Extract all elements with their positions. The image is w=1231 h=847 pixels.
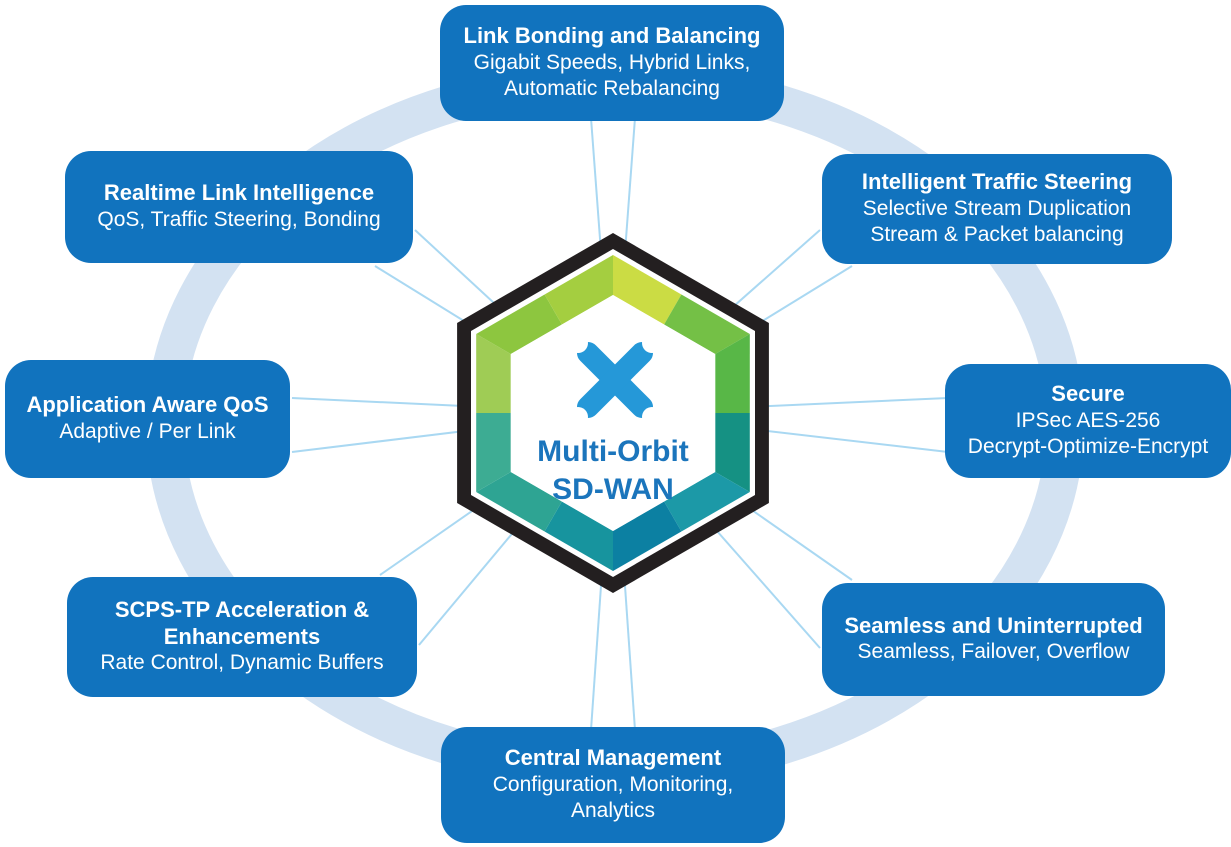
ring-facet (544, 255, 613, 325)
ring-facet (613, 501, 682, 571)
feature-subtitle-line: IPSec AES-256 (1015, 408, 1161, 432)
feature-box-link-bonding: Link Bonding and Balancing Gigabit Speed… (440, 5, 784, 121)
feature-title: Seamless and Uninterrupted (844, 612, 1143, 638)
ring-facet (715, 413, 750, 492)
feature-box-scps-tp-acceleration: SCPS-TP Acceleration & Enhancements Rate… (67, 577, 417, 697)
ring-facet (476, 334, 511, 413)
ring-facet (476, 472, 562, 532)
ring-facet (664, 294, 750, 354)
feature-box-application-aware-qos: Application Aware QoS Adaptive / Per Lin… (5, 360, 290, 478)
feature-subtitle-line: QoS, Traffic Steering, Bonding (97, 207, 381, 231)
feature-box-secure: Secure IPSec AES-256 Decrypt-Optimize-En… (945, 364, 1231, 478)
center-label-line1: Multi-Orbit (537, 435, 689, 468)
feature-title: Link Bonding and Balancing (463, 23, 761, 49)
hexagon-ring (476, 255, 750, 571)
ring-facet (544, 501, 613, 571)
ring-facet (476, 413, 511, 492)
ring-facet (715, 334, 750, 413)
feature-subtitle-line: Seamless, Failover, Overflow (857, 640, 1130, 664)
feature-title: Intelligent Traffic Steering (861, 169, 1133, 195)
feature-subtitle-line: Decrypt-Optimize-Encrypt (967, 435, 1209, 459)
hexagon-inner-face (510, 295, 716, 531)
feature-subtitle-line: Rate Control, Dynamic Buffers (100, 651, 384, 675)
feature-title: Secure (1051, 381, 1125, 407)
x-logo-icon (568, 333, 662, 427)
feature-subtitle-line: Adaptive / Per Link (59, 419, 236, 443)
ring-facet (476, 294, 562, 354)
feature-box-realtime-link-intelligence: Realtime Link Intelligence QoS, Traffic … (65, 151, 413, 263)
center-label-line2: SD-WAN (552, 473, 674, 506)
feature-box-central-management: Central Management Configuration, Monito… (441, 727, 785, 843)
feature-box-seamless-uninterrupted: Seamless and Uninterrupted Seamless, Fai… (822, 583, 1165, 696)
feature-subtitle-line: Automatic Rebalancing (504, 77, 720, 101)
feature-subtitle-line: Configuration, Monitoring, (492, 772, 734, 796)
center-label: Multi-Orbit SD-WAN (463, 433, 763, 509)
feature-title: Central Management (504, 745, 722, 771)
ring-facet (664, 472, 750, 532)
feature-title: Application Aware QoS (26, 392, 269, 418)
feature-title: Realtime Link Intelligence (103, 180, 375, 206)
ring-facet (613, 255, 682, 325)
feature-title: SCPS-TP Acceleration & Enhancements (114, 597, 370, 649)
feature-subtitle-line: Analytics (570, 799, 656, 823)
feature-subtitle-line: Gigabit Speeds, Hybrid Links, (473, 50, 751, 74)
feature-subtitle-line: Stream & Packet balancing (870, 223, 1124, 247)
feature-box-intelligent-traffic-steering: Intelligent Traffic Steering Selective S… (822, 154, 1172, 264)
feature-subtitle-line: Selective Stream Duplication (862, 196, 1132, 220)
